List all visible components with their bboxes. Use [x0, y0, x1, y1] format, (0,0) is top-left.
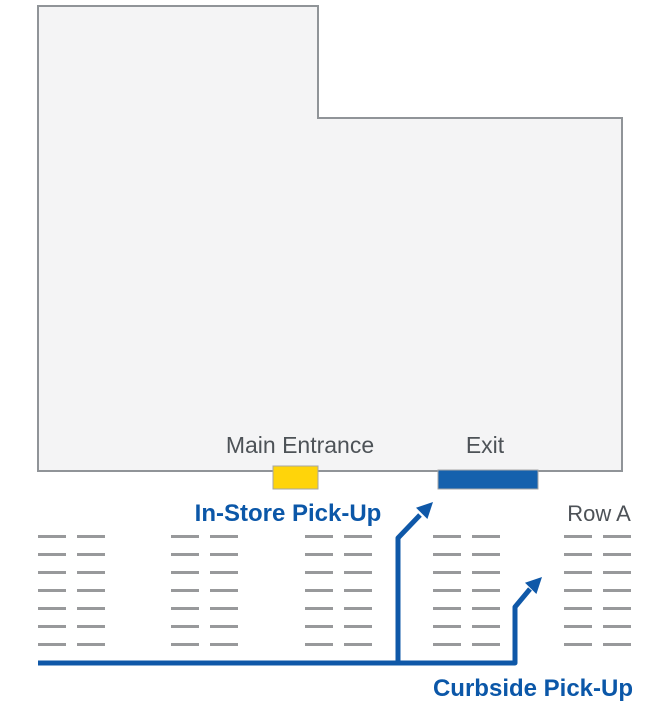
curbside-route-arrowhead	[525, 577, 542, 594]
in-store-pickup-label: In-Store Pick-Up	[194, 500, 382, 527]
parking-space-line	[305, 589, 333, 592]
parking-space-line	[603, 571, 631, 574]
parking-space-line	[171, 589, 199, 592]
parking-space-line	[433, 553, 461, 556]
parking-space-line	[305, 571, 333, 574]
parking-space-line	[77, 553, 105, 556]
exit-door-marker	[437, 469, 539, 490]
parking-space-line	[38, 553, 66, 556]
parking-space-line	[77, 535, 105, 538]
parking-space-line	[77, 607, 105, 610]
parking-space-line	[433, 535, 461, 538]
parking-space-line	[344, 625, 372, 628]
parking-space-line	[77, 643, 105, 646]
parking-space-line	[210, 607, 238, 610]
parking-space-line	[171, 625, 199, 628]
in-store-route-line	[395, 513, 422, 663]
parking-space-line	[171, 571, 199, 574]
parking-space-line	[564, 553, 592, 556]
parking-space-line	[564, 571, 592, 574]
row-a-label: Row A	[567, 501, 631, 526]
parking-space-line	[344, 553, 372, 556]
parking-space-line	[603, 535, 631, 538]
parking-space-line	[472, 625, 500, 628]
parking-space-line	[38, 643, 66, 646]
parking-space-line	[305, 535, 333, 538]
parking-space-line	[38, 607, 66, 610]
parking-space-line	[344, 571, 372, 574]
parking-space-line	[171, 607, 199, 610]
parking-space-line	[603, 625, 631, 628]
parking-space-line	[210, 643, 238, 646]
curbside-pickup-label: Curbside Pick-Up	[432, 675, 634, 702]
main-entrance-label: Main Entrance	[225, 432, 375, 458]
parking-space-line	[305, 607, 333, 610]
parking-space-line	[305, 643, 333, 646]
parking-space-line	[210, 589, 238, 592]
parking-space-line	[344, 607, 372, 610]
parking-space-line	[171, 643, 199, 646]
parking-space-line	[210, 625, 238, 628]
parking-space-line	[603, 589, 631, 592]
parking-space-line	[433, 625, 461, 628]
parking-space-line	[210, 553, 238, 556]
curbside-route-line	[38, 587, 532, 666]
store-building-outline	[37, 5, 623, 472]
parking-space-line	[564, 589, 592, 592]
parking-space-line	[305, 553, 333, 556]
parking-space-line	[433, 643, 461, 646]
parking-space-line	[344, 643, 372, 646]
parking-space-line	[603, 553, 631, 556]
parking-space-line	[210, 535, 238, 538]
parking-space-line	[38, 625, 66, 628]
parking-space-line	[603, 643, 631, 646]
parking-space-line	[344, 535, 372, 538]
parking-space-line	[305, 625, 333, 628]
parking-space-line	[171, 535, 199, 538]
parking-space-line	[38, 589, 66, 592]
parking-space-line	[564, 607, 592, 610]
parking-space-line	[564, 643, 592, 646]
parking-space-line	[472, 553, 500, 556]
parking-space-line	[171, 553, 199, 556]
parking-space-line	[472, 607, 500, 610]
parking-space-line	[77, 571, 105, 574]
parking-space-line	[472, 589, 500, 592]
parking-space-line	[433, 589, 461, 592]
parking-space-line	[344, 589, 372, 592]
parking-space-line	[77, 625, 105, 628]
parking-dashes	[38, 535, 631, 646]
in-store-route-arrowhead	[416, 502, 433, 519]
parking-space-line	[472, 643, 500, 646]
parking-space-line	[564, 535, 592, 538]
parking-space-line	[38, 571, 66, 574]
parking-space-line	[433, 607, 461, 610]
parking-space-line	[472, 535, 500, 538]
parking-space-line	[77, 589, 105, 592]
exit-label: Exit	[465, 432, 505, 458]
parking-space-line	[210, 571, 238, 574]
parking-space-line	[603, 607, 631, 610]
main-entrance-door-marker	[272, 465, 319, 490]
parking-space-line	[564, 625, 592, 628]
parking-space-line	[38, 535, 66, 538]
parking-space-line	[472, 571, 500, 574]
parking-space-line	[433, 571, 461, 574]
